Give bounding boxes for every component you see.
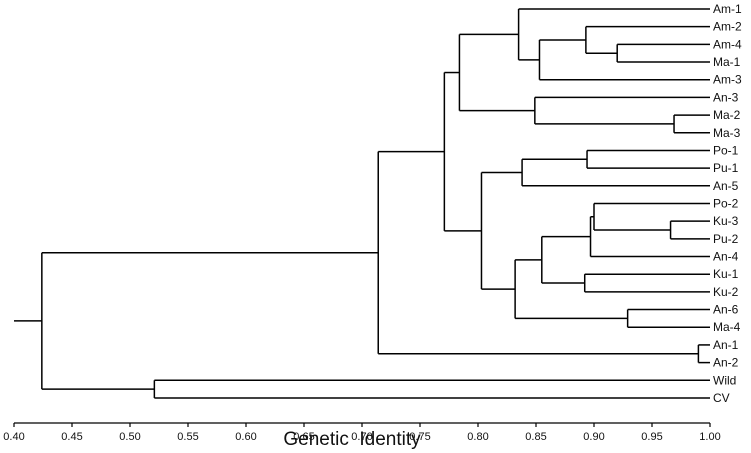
leaf-label-an-3: An-3 <box>713 90 739 104</box>
leaf-label-an-4: An-4 <box>713 250 739 264</box>
x-axis-title: Genetic Identity <box>283 429 421 450</box>
leaf-label-am-1: Am-1 <box>713 2 742 16</box>
leaf-label-an-5: An-5 <box>713 179 739 193</box>
leaf-label-pu-2: Pu-2 <box>713 232 739 246</box>
x-tick-label: 0.75 <box>409 431 430 443</box>
leaf-label-ma-3: Ma-3 <box>713 126 741 140</box>
leaf-label-ku-3: Ku-3 <box>713 214 739 228</box>
leaf-label-wild: Wild <box>713 373 736 387</box>
leaf-label-ku-1: Ku-1 <box>713 267 739 281</box>
dendrogram-branches <box>14 8 710 399</box>
leaf-label-po-2: Po-2 <box>713 196 739 210</box>
x-tick-label: 0.85 <box>525 431 546 443</box>
leaf-label-am-3: Am-3 <box>713 73 742 87</box>
leaf-label-an-1: An-1 <box>713 338 739 352</box>
x-tick-label: 0.60 <box>235 431 256 443</box>
x-tick-label: 0.80 <box>467 431 488 443</box>
leaf-label-an-6: An-6 <box>713 303 739 317</box>
leaf-label-an-2: An-2 <box>713 356 739 370</box>
leaf-label-ku-2: Ku-2 <box>713 285 739 299</box>
x-tick-label: 0.90 <box>583 431 604 443</box>
leaf-label-po-1: Po-1 <box>713 143 739 157</box>
x-tick-label: 0.45 <box>61 431 82 443</box>
x-tick-label: 0.95 <box>641 431 662 443</box>
x-tick-label: 0.65 <box>293 431 314 443</box>
x-tick-label: 0.40 <box>3 431 24 443</box>
x-tick-label: 0.50 <box>119 431 140 443</box>
leaf-label-ma-1: Ma-1 <box>713 55 741 69</box>
leaf-label-am-2: Am-2 <box>713 20 742 34</box>
leaf-label-cv: CV <box>713 391 730 405</box>
leaf-label-am-4: Am-4 <box>713 37 742 51</box>
leaf-label-ma-2: Ma-2 <box>713 108 741 122</box>
x-axis: 0.40 0.45 0.50 0.55 0.60 0.65 0.70 0.75 0.80 0.85… <box>3 422 721 443</box>
x-tick-label: 0.70 <box>351 431 372 443</box>
x-tick-label: 1.00 <box>699 431 720 443</box>
leaf-label-ma-4: Ma-4 <box>713 320 741 334</box>
x-tick-label: 0.55 <box>177 431 198 443</box>
leaf-label-pu-1: Pu-1 <box>713 161 739 175</box>
leaf-labels: Am-1Am-2Am-4Ma-1Am-3An-3Ma-2Ma-3Po-1Pu-1… <box>713 2 742 405</box>
